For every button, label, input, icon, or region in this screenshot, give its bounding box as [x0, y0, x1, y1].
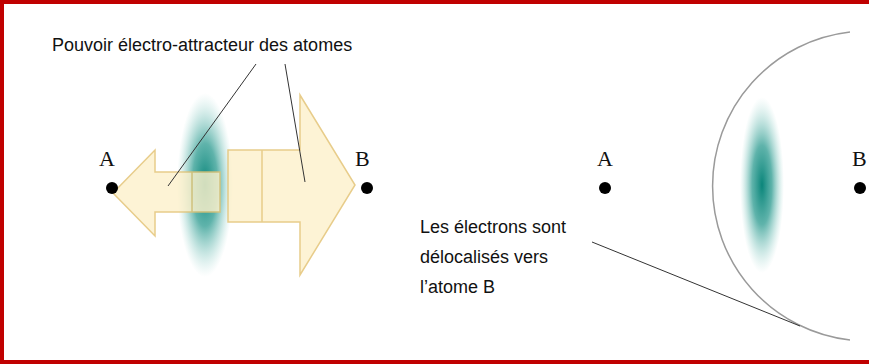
caption-label: Pouvoir électro-attracteur des atomes [52, 30, 412, 60]
leader-line [592, 242, 800, 326]
electron-cloud [740, 97, 784, 273]
delocalisation-circle [713, 32, 850, 340]
atom-label: A [597, 146, 627, 172]
atom-dot [599, 182, 611, 194]
attraction-arrow-a [113, 150, 220, 236]
atom-dot [854, 182, 866, 194]
atom-dot [361, 182, 373, 194]
atom-label: B [852, 146, 866, 172]
leader-line [285, 64, 305, 182]
leader-line [168, 64, 256, 186]
atom-label: A [99, 146, 129, 172]
attraction-arrow-b [228, 95, 355, 275]
callout-label: Les électrons sont délocalisés vers l’at… [420, 212, 588, 302]
atom-label: B [355, 146, 385, 172]
atom-dot [106, 182, 118, 194]
